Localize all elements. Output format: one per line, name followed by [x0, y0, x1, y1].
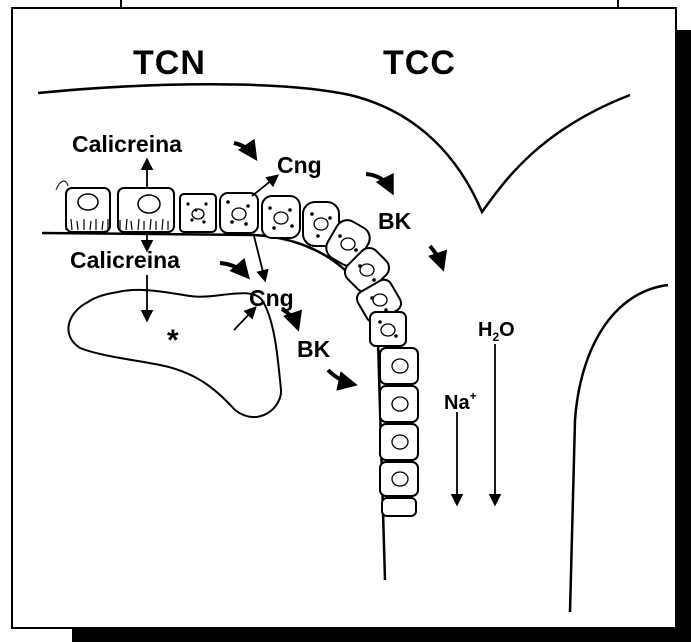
cng-bottom-label: Cng	[249, 285, 294, 311]
cng-top-label: Cng	[277, 152, 322, 178]
h2o-h: H	[478, 319, 492, 341]
h2o-o: O	[499, 319, 515, 341]
bk-bottom-label: BK	[297, 336, 331, 362]
calicreina-top-label: Calicreina	[72, 131, 182, 157]
asterisk-label: *	[167, 324, 179, 357]
figure-frame	[12, 8, 676, 628]
header-tcn: TCN	[133, 44, 206, 82]
na-superscript: +	[470, 389, 477, 403]
bk-top-label: BK	[378, 208, 412, 234]
na-text: Na	[444, 392, 470, 414]
calicreina-bottom-label: Calicreina	[70, 247, 180, 273]
header-tcc: TCC	[383, 44, 456, 82]
